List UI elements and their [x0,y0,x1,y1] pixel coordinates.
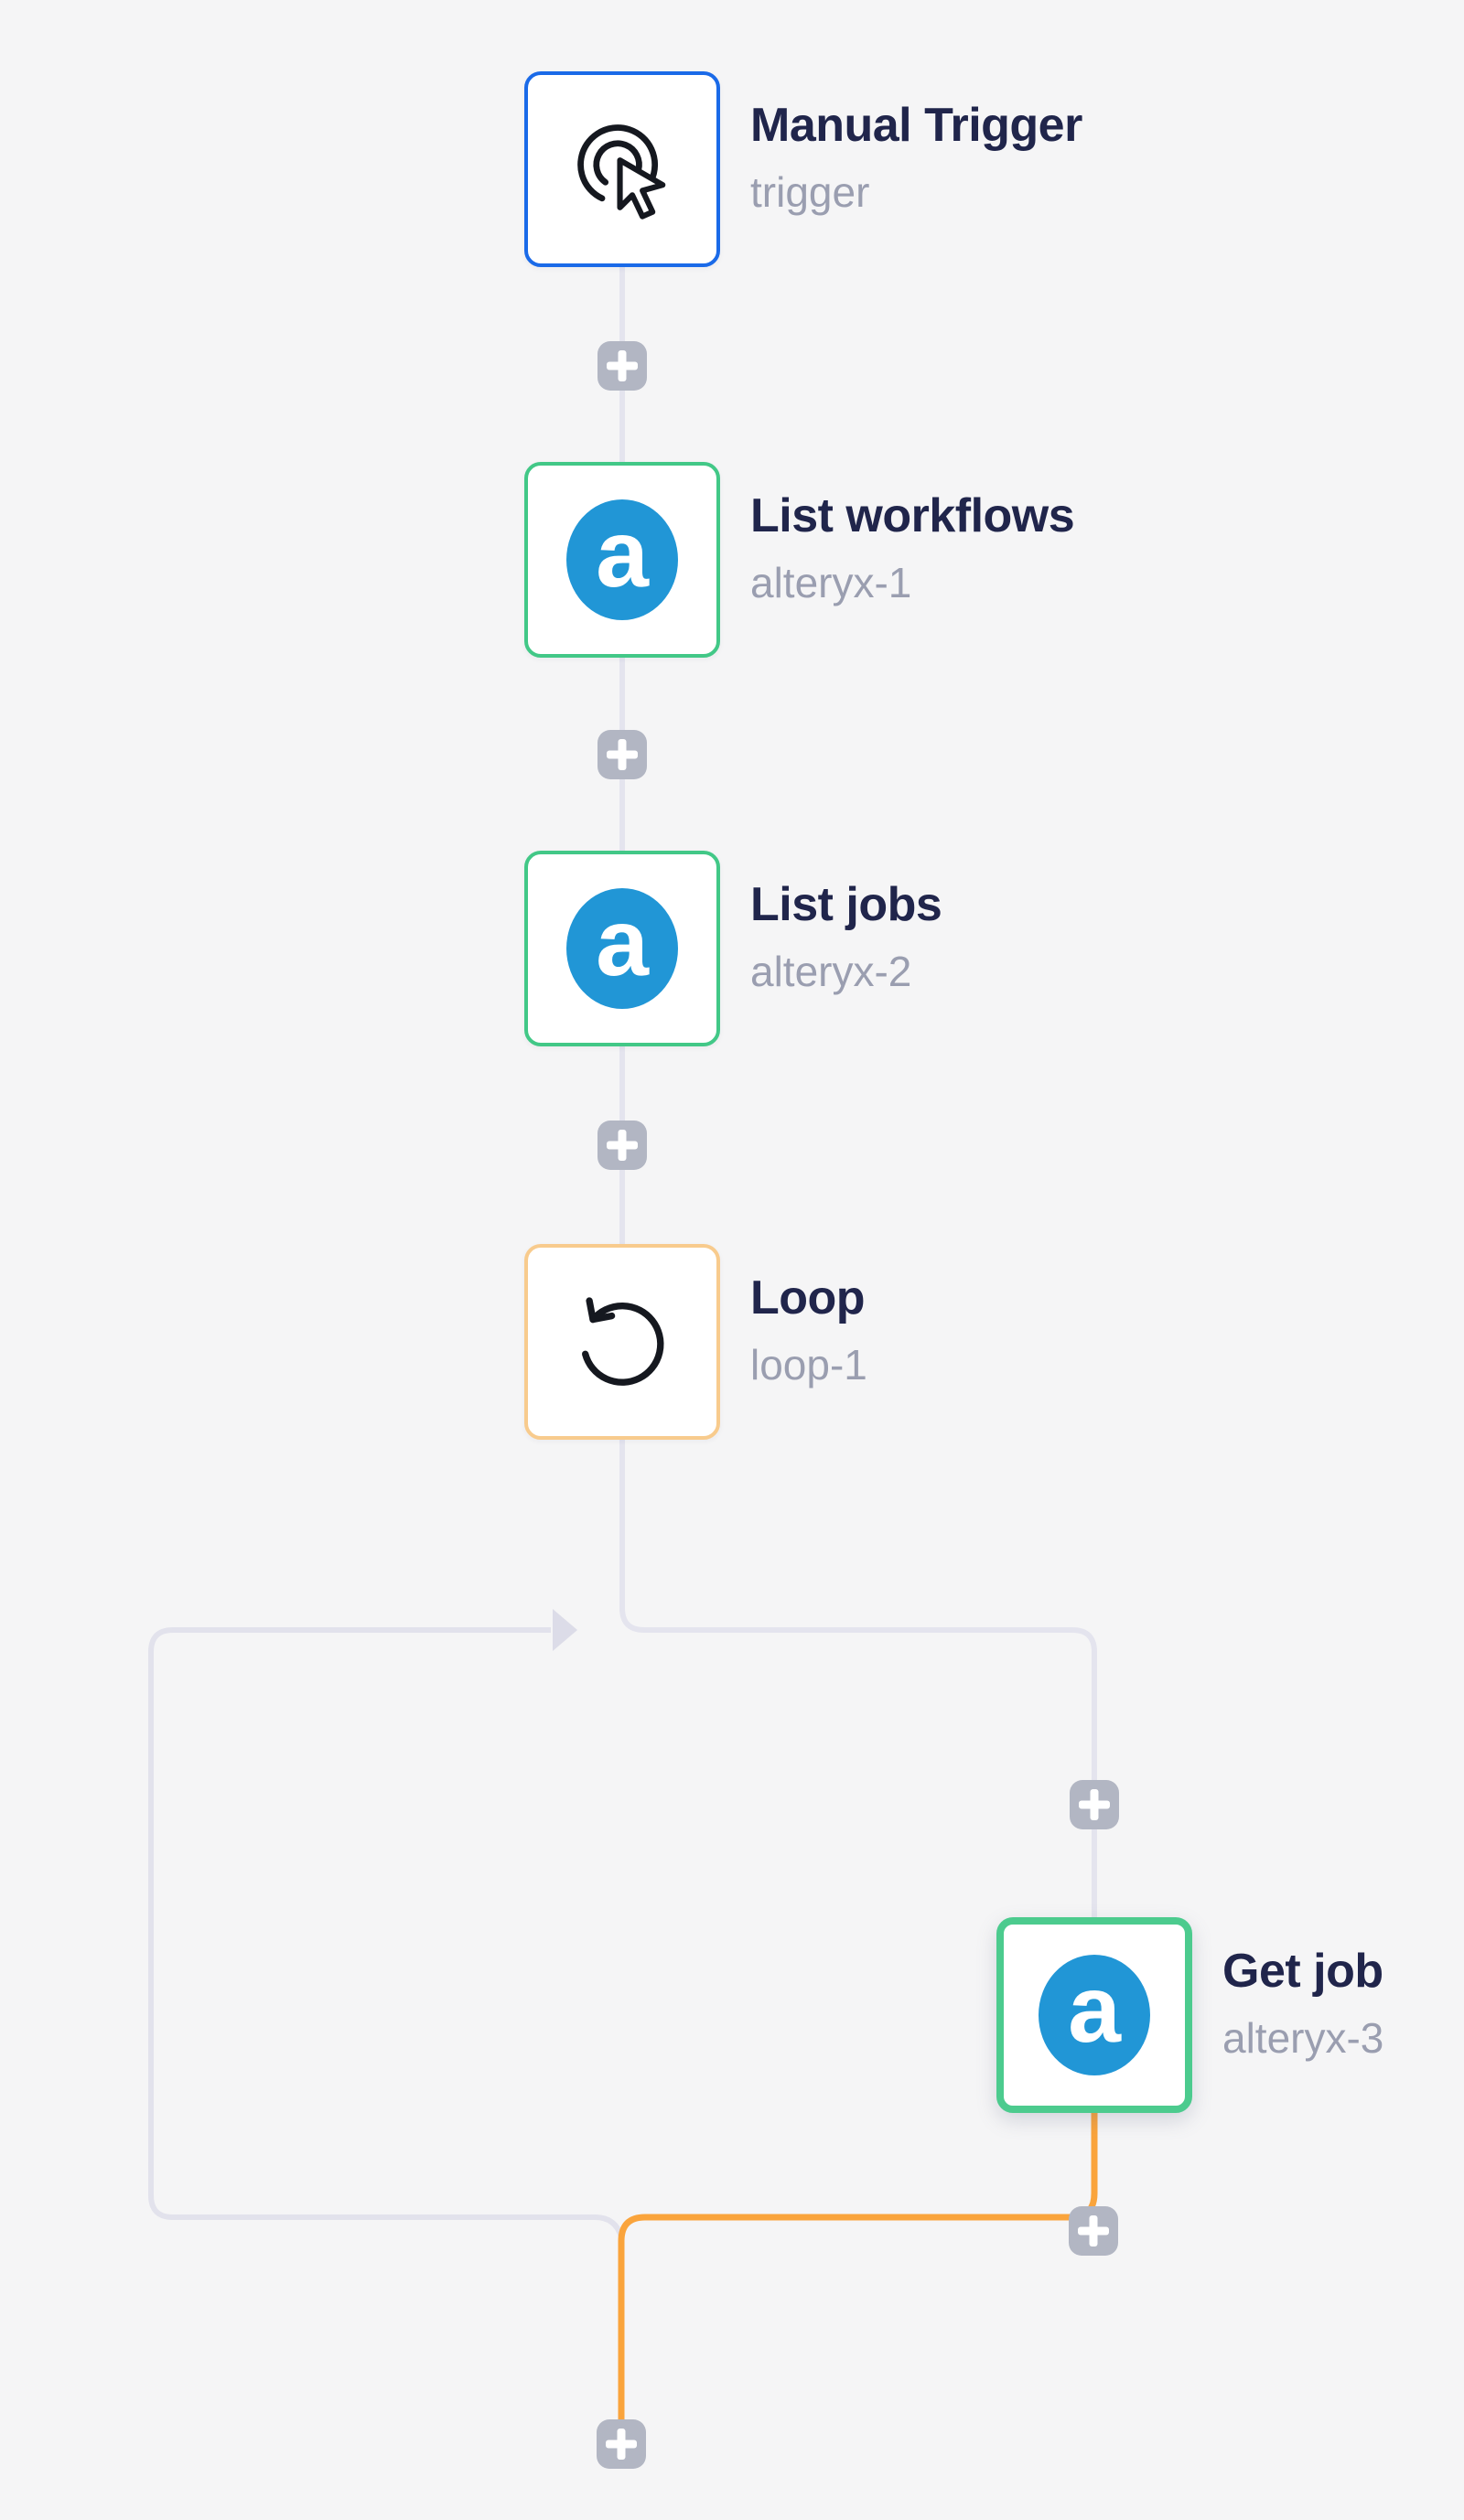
get-job-node-box[interactable]: a [996,1917,1192,2113]
node-loop: Loop loop-1 [524,1244,867,1440]
node-title: Manual Trigger [750,99,1082,152]
node-manual-trigger: Manual Trigger trigger [524,71,1082,267]
alteryx-logo-icon: a [1039,1955,1150,2075]
node-subtitle: alteryx-3 [1222,2014,1384,2062]
loop-node-box[interactable] [524,1244,720,1440]
node-subtitle: alteryx-1 [750,559,912,606]
list-jobs-node-box[interactable]: a [524,851,720,1046]
loop-icon [581,1297,664,1386]
node-list-jobs: a List jobs alteryx-2 [524,851,942,1046]
alteryx-logo-letter: a [596,501,649,607]
node-title: Get job [1222,1945,1383,1998]
node-title: List workflows [750,489,1075,542]
add-step-button[interactable] [1069,2206,1118,2256]
active-path-connector [618,2112,1098,2422]
right-arrow-icon [553,1609,577,1651]
node-get-job: a Get job alteryx-3 [996,1917,1383,2113]
loop-return-connector [148,1609,624,2238]
add-step-button[interactable] [1070,1780,1119,1829]
node-list-workflows: a List workflows alteryx-1 [524,462,1075,658]
add-step-button[interactable] [597,341,647,391]
list-workflows-node-box[interactable]: a [524,462,720,658]
alteryx-logo-icon: a [566,888,678,1009]
node-title: Loop [750,1271,866,1324]
manual-trigger-icon [577,124,666,220]
node-title: List jobs [750,878,942,931]
node-subtitle: loop-1 [750,1341,867,1389]
alteryx-logo-letter: a [1068,1957,1121,2063]
alteryx-logo-letter: a [596,890,649,996]
add-step-button[interactable] [597,730,647,779]
node-subtitle: trigger [750,168,870,216]
add-step-button[interactable] [597,1121,647,1170]
add-step-button[interactable] [597,2419,646,2469]
alteryx-logo-icon: a [566,499,678,620]
manual-trigger-node-box[interactable] [524,71,720,267]
node-subtitle: alteryx-2 [750,948,912,995]
